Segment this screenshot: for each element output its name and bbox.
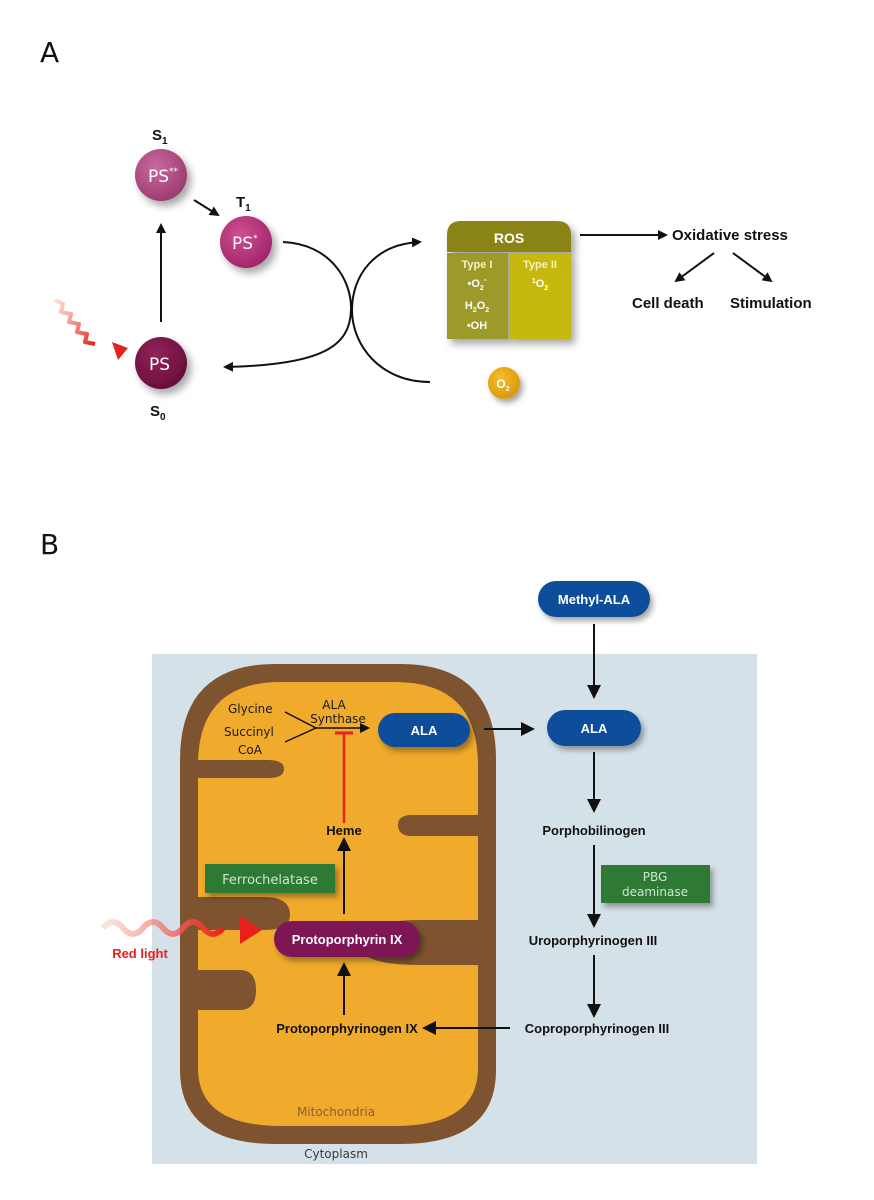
protoporphyrin-box [274, 921, 420, 957]
coproporphyrinogen-label: Coproporphyrinogen III [525, 1021, 669, 1036]
crista [198, 760, 284, 778]
ros-title: ROS [494, 230, 524, 246]
uroporphyrinogen-label: Uroporphyrinogen III [529, 933, 658, 948]
arrow-o2-to-ros [350, 237, 431, 383]
succinyl-line [284, 727, 317, 743]
ros-type2-cell [509, 253, 571, 339]
pbg-deaminase-box [601, 865, 710, 903]
ps-s1-node: S1 PS** [135, 127, 187, 201]
ros-h2o2: H2O2 [465, 300, 489, 314]
s0-state-label: S0 [150, 403, 166, 423]
glycine-label: Glycine [228, 702, 273, 716]
protoporphyrin-label: Protoporphyrin IX [292, 932, 403, 947]
crista [198, 897, 290, 930]
ala-synthase-label-1: ALA [322, 698, 346, 712]
red-light-label: Red light [112, 946, 168, 961]
panel-b-letter: B [40, 528, 59, 561]
ros-box [447, 221, 571, 339]
s1-state-label: S1 [152, 127, 168, 147]
succinyl-label: Succinyl [224, 725, 274, 739]
ros-hydroxyl: •OH [467, 320, 487, 332]
ps-t1-node: T1 PS* [220, 194, 272, 268]
oxidative-stress-label: Oxidative stress [672, 227, 788, 244]
heme-label: Heme [326, 823, 361, 838]
pbg-deaminase-label-2: deaminase [622, 885, 688, 899]
arrow-to-stimulation [732, 252, 773, 283]
glycine-line [284, 711, 317, 729]
ros-header [447, 221, 571, 252]
mitochondria-label: Mitochondria [297, 1105, 375, 1119]
ala-outside-label: ALA [581, 721, 608, 736]
ros-type2-title: Type II [523, 259, 557, 271]
coa-label: CoA [238, 743, 263, 757]
light-wave-a [54, 298, 96, 346]
t1-state-label: T1 [236, 194, 251, 214]
t1-ps-label: PS* [232, 234, 258, 254]
mitochondrion: Mitochondria [180, 664, 496, 1144]
arrow-to-cell-death [674, 252, 715, 283]
ala-inside-label: ALA [411, 723, 438, 738]
cell-death-label: Cell death [632, 295, 704, 312]
red-light-arrowhead [240, 916, 262, 944]
s0-circle [135, 337, 187, 389]
protoporphyrinogen-label: Protoporphyrinogen IX [276, 1021, 418, 1036]
ros-type1-cell [447, 253, 508, 339]
methyl-ala-label: Methyl-ALA [558, 592, 631, 607]
mitochondria-matrix [198, 682, 478, 1126]
arrow-t1-to-s0 [223, 241, 353, 372]
cytoplasm-label: Cytoplasm [304, 1147, 368, 1161]
ferrochelatase-label: Ferrochelatase [222, 873, 318, 888]
stimulation-label: Stimulation [730, 295, 812, 312]
crista [198, 970, 256, 1010]
pbg-deaminase-label-1: PBG [643, 870, 668, 884]
ros-type1-title: Type I [462, 259, 493, 271]
oxygen-label: O2 [496, 377, 509, 393]
red-light-wave [100, 919, 226, 937]
porphobilinogen-label: Porphobilinogen [542, 823, 645, 838]
ps-s0-node: PS S0 [135, 337, 187, 423]
methyl-ala-box [538, 581, 650, 617]
ros-singlet-oxygen: 1O2 [532, 278, 548, 292]
ala-inside-box [378, 713, 470, 747]
s0-ps-label: PS [149, 355, 170, 375]
s1-circle [135, 149, 187, 201]
t1-circle [220, 216, 272, 268]
light-arrowhead-a [112, 342, 128, 360]
panel-a-letter: A [40, 36, 59, 69]
ala-outside-box [547, 710, 641, 746]
s1-ps-label: PS** [148, 167, 179, 187]
ferrochelatase-box [205, 864, 335, 893]
crista [398, 815, 478, 836]
oxygen-circle [488, 367, 520, 399]
arrow-s1-to-t1 [193, 199, 220, 217]
ala-synthase-label-2: Synthase [310, 712, 366, 726]
